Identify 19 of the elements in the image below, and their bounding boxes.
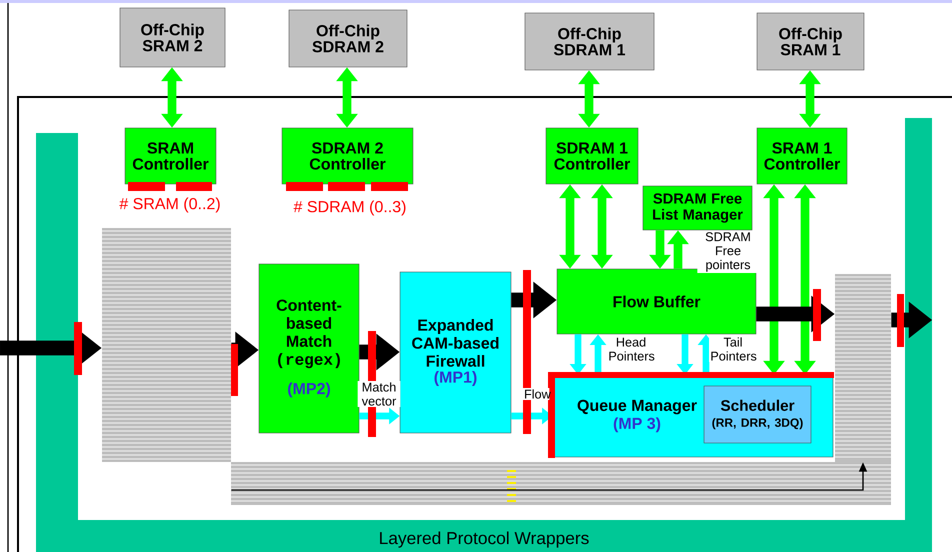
port-count-label: # SDRAM (0..3) (294, 200, 406, 216)
scheduler-box: Scheduler (RR, DRR, 3DQ) (704, 386, 812, 444)
controller-box: SRAM Controller (124, 128, 216, 184)
port-count-label: # SRAM (0..2) (119, 198, 220, 212)
memory-chip-box: Off-Chip SDRAM 1 (524, 12, 654, 70)
memory-chip-box: Off-Chip SDRAM 2 (288, 10, 408, 68)
module-box: Expanded CAM-based Firewall (MP1) (400, 272, 512, 434)
controller-box: SRAM 1 Controller (756, 128, 848, 184)
striped-block (834, 274, 892, 462)
memory-chip-box: Off-Chip SRAM 1 (756, 12, 864, 70)
edge-label: Match vector (362, 382, 396, 406)
module-box: Content-based Match (regex) (MP2) (258, 264, 360, 434)
memory-chip-box: Off-Chip SRAM 2 (120, 8, 226, 68)
striped-block (102, 228, 232, 462)
manager-box: SDRAM Free List Manager (642, 186, 752, 230)
edge-label: Head Pointers (609, 337, 654, 361)
controller-box: SDRAM 1 Controller (546, 128, 638, 184)
controller-box: SDRAM 2 Controller (282, 128, 414, 184)
edge-label: Tail Pointers (711, 337, 756, 361)
